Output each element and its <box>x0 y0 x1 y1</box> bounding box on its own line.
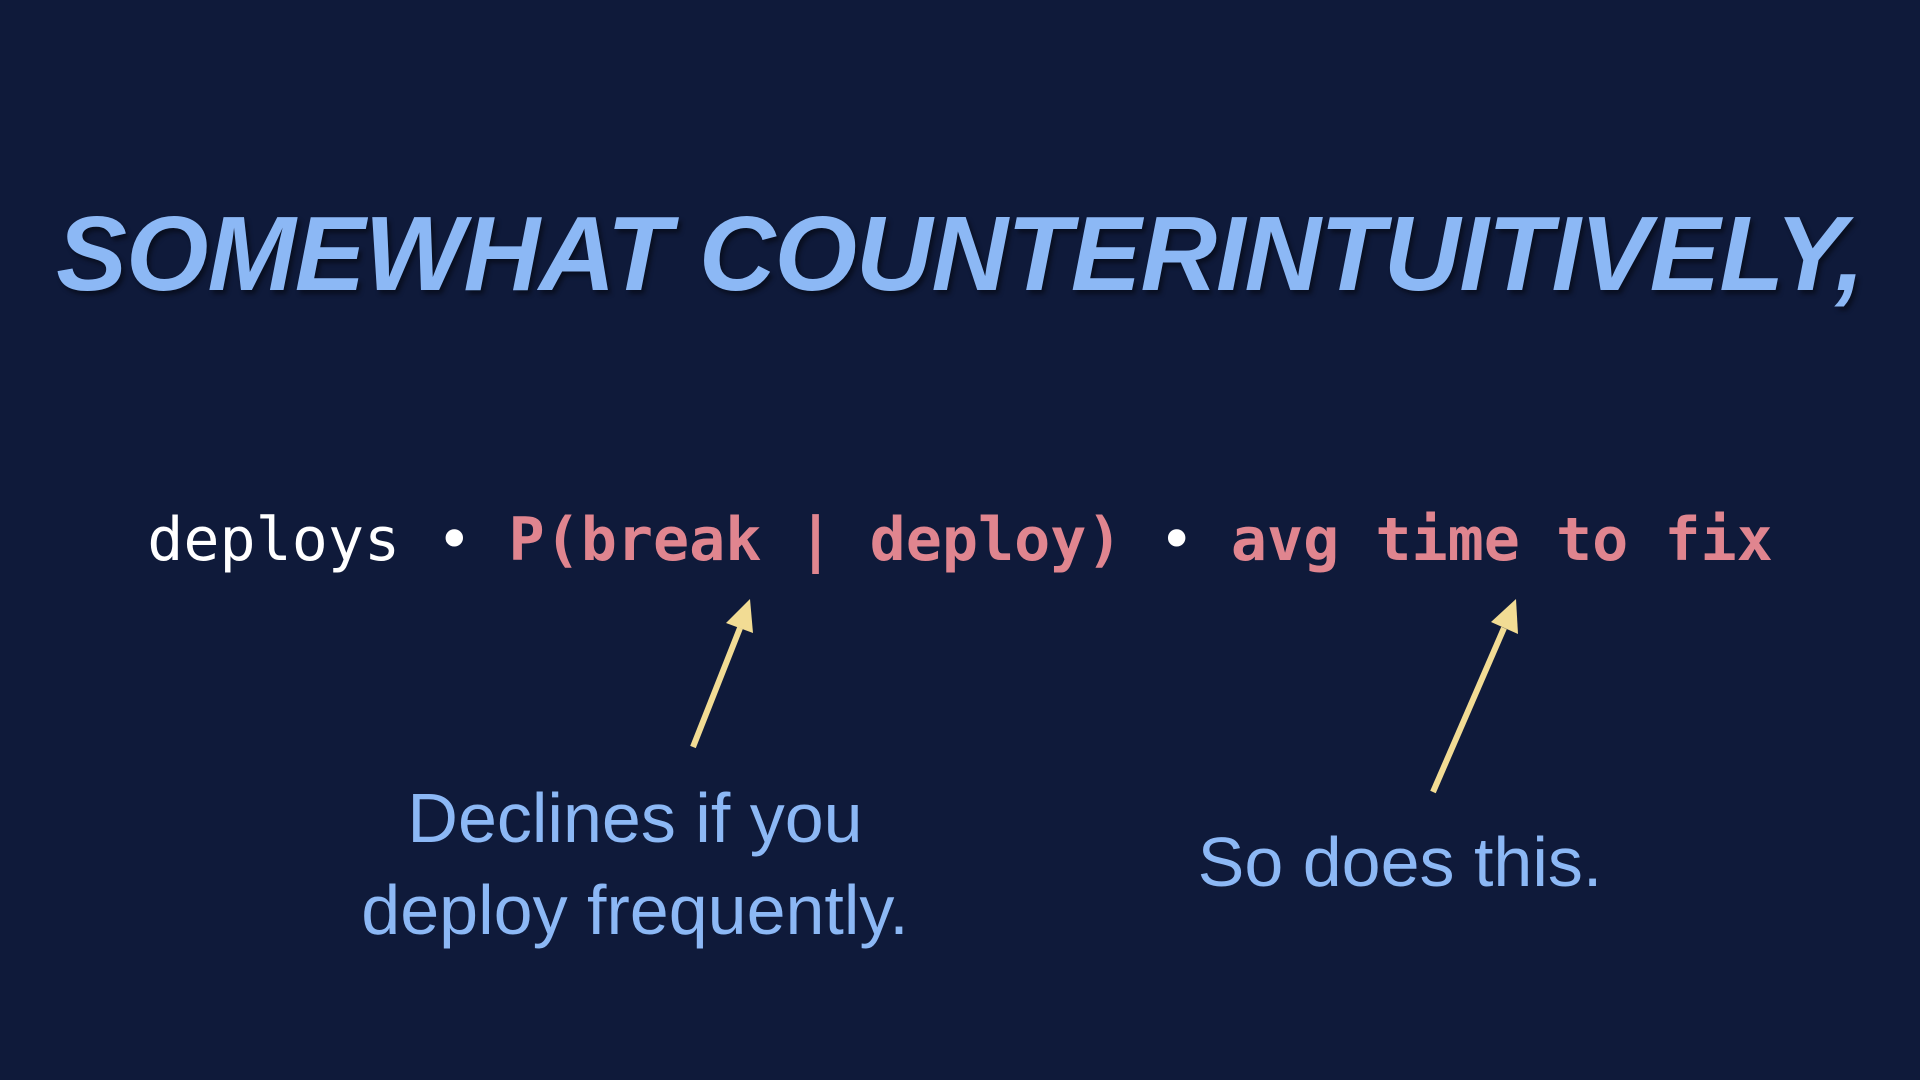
annotation-declines-line-1: Declines if you <box>407 779 863 857</box>
annotation-so-does-this: So does this. <box>1100 816 1700 908</box>
formula: deploys • P(break | deploy) • avg time t… <box>0 505 1920 575</box>
arrow-up-right-icon <box>690 599 753 749</box>
arrow-up-right-icon <box>1430 599 1518 794</box>
slide-headline: SOMEWHAT COUNTERINTUITIVELY, <box>56 195 1864 313</box>
annotation-so-does-this-line-1: So does this. <box>1197 823 1603 901</box>
formula-separator-2: • <box>1122 505 1231 575</box>
formula-separator-1: • <box>400 505 509 575</box>
formula-term-deploys: deploys <box>147 505 401 575</box>
formula-term-avg-time-to-fix: avg time to fix <box>1230 505 1773 575</box>
annotation-declines-line-2: deploy frequently. <box>361 871 909 949</box>
annotation-declines: Declines if you deploy frequently. <box>285 772 985 956</box>
formula-term-break-probability: P(break | deploy) <box>508 505 1123 575</box>
